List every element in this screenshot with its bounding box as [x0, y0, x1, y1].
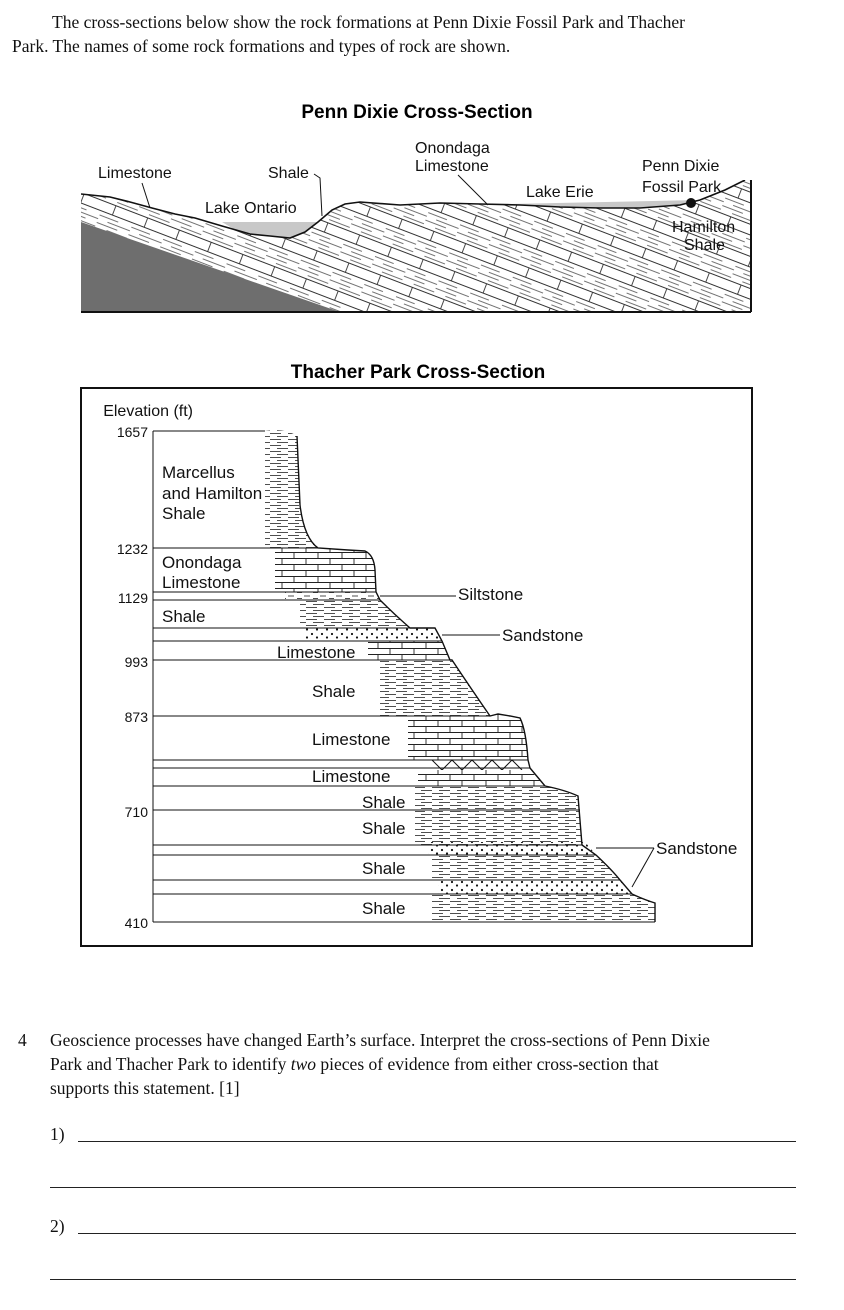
- emphasis-two: two: [290, 1054, 317, 1074]
- callout-sandstone-2: Sandstone: [656, 839, 737, 858]
- question-line-1: Geoscience processes have changed Earth’…: [50, 1030, 710, 1050]
- penn-dixie-rock-layers: [81, 180, 751, 312]
- layer-onondaga-1: Onondaga: [162, 553, 242, 572]
- layer-shale-6: Shale: [362, 899, 405, 918]
- pd-label-lake-ontario: Lake Ontario: [205, 200, 297, 217]
- pd-label-hamilton-2: Shale: [684, 237, 725, 254]
- question-line-3: supports this statement. [1]: [50, 1078, 240, 1098]
- answer-label-1: 1): [50, 1124, 65, 1144]
- thacher-contacts: [152, 430, 655, 923]
- pd-label-onondaga-2: Limestone: [415, 158, 489, 175]
- layer-shale-2: Shale: [312, 682, 355, 701]
- elevation-873: 873: [125, 709, 149, 725]
- layer-limestone-1: Limestone: [277, 643, 355, 662]
- thacher-title: Thacher Park Cross-Section: [291, 362, 545, 383]
- cross-sections-figure: Penn Dixie Cross-Section Limestone Shale…: [80, 102, 753, 947]
- layer-onondaga-2: Limestone: [162, 573, 240, 592]
- penn-dixie-title: Penn Dixie Cross-Section: [301, 102, 532, 123]
- answer-line-1a[interactable]: [78, 1141, 796, 1142]
- answer-line-1b[interactable]: [50, 1187, 796, 1188]
- answer-line-2a[interactable]: [78, 1233, 796, 1234]
- question-prompt: Geoscience processes have changed Earth’…: [50, 1028, 820, 1100]
- answer-label-2: 2): [50, 1216, 65, 1236]
- layer-shale-5: Shale: [362, 859, 405, 878]
- elevation-710: 710: [125, 804, 149, 820]
- penn-dixie-surface: [81, 180, 746, 239]
- pd-label-park-1: Penn Dixie: [642, 158, 719, 175]
- layer-shale-4: Shale: [362, 819, 405, 838]
- pd-label-limestone: Limestone: [98, 165, 172, 182]
- question-number: 4: [18, 1030, 27, 1050]
- pd-label-park-2: Fossil Park: [642, 179, 722, 196]
- pd-label-onondaga-1: Onondaga: [415, 140, 490, 157]
- pd-label-hamilton-1: Hamilton: [672, 219, 735, 236]
- elevation-410: 410: [125, 915, 149, 931]
- callout-sandstone-1: Sandstone: [502, 626, 583, 645]
- question-line-2: Park and Thacher Park to identify two pi…: [50, 1054, 659, 1074]
- layer-marcellus-3: Shale: [162, 504, 205, 523]
- layer-shale-3: Shale: [362, 793, 405, 812]
- lake-ontario-water: [222, 222, 318, 238]
- elevation-1129: 1129: [118, 590, 148, 606]
- intro-line-2: Park. The names of some rock formations …: [12, 36, 511, 56]
- layer-shale-1: Shale: [162, 607, 205, 626]
- thacher-strata: [265, 430, 655, 922]
- pd-label-lake-erie: Lake Erie: [526, 184, 594, 201]
- elevation-axis-label: Elevation (ft): [103, 403, 193, 420]
- layer-marcellus-1: Marcellus: [162, 463, 235, 482]
- pd-label-shale: Shale: [268, 165, 309, 182]
- intro-line-1: The cross-sections below show the rock f…: [52, 12, 685, 32]
- layer-marcellus-2: and Hamilton: [162, 484, 262, 503]
- elevation-1657: 1657: [117, 424, 148, 440]
- layer-limestone-3: Limestone: [312, 767, 390, 786]
- elevation-1232: 1232: [117, 541, 148, 557]
- callout-siltstone: Siltstone: [458, 585, 523, 604]
- fossil-park-marker: [686, 198, 696, 208]
- layer-limestone-2: Limestone: [312, 730, 390, 749]
- intro-text: The cross-sections below show the rock f…: [12, 10, 812, 58]
- penn-dixie-section: [81, 180, 751, 312]
- penn-dixie-basement: [81, 222, 340, 312]
- answer-line-2b[interactable]: [50, 1279, 796, 1280]
- elevation-993: 993: [125, 654, 149, 670]
